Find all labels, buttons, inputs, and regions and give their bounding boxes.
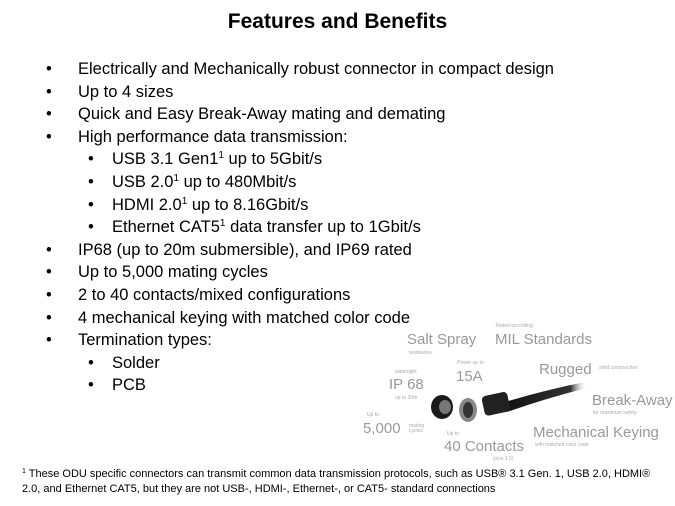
- text: 4 mechanical keying with matched color c…: [78, 308, 411, 327]
- bullet-icon: •: [46, 240, 52, 259]
- text-after: up to 8.16Gbit/s: [187, 195, 309, 214]
- bullet-text: High performance data transmission:: [78, 126, 348, 148]
- footnote-ref: 1: [218, 150, 224, 162]
- bullet-icon: •: [46, 127, 52, 146]
- bullet-text: 2 to 40 contacts/mixed configurations: [78, 284, 350, 306]
- power-pre: Power up to: [457, 360, 484, 366]
- text: 2 to 40 contacts/mixed configurations: [78, 285, 351, 304]
- rugged-sub: solid construction: [599, 365, 638, 371]
- bullet-icon: •: [88, 218, 94, 237]
- breakaway-sub: for maximum safety: [593, 410, 637, 416]
- text: USB 2.0: [112, 172, 174, 191]
- bullet-text: PCB: [112, 374, 146, 396]
- bullet-icon: •: [88, 353, 94, 372]
- contacts-label: 40 Contacts: [444, 438, 525, 455]
- text: PCB: [112, 376, 146, 395]
- salt-spray-label: Salt Spray: [407, 331, 477, 348]
- bullet-text: Up to 5,000 mating cycles: [78, 261, 268, 283]
- bullet-icon: •: [46, 263, 52, 282]
- text: Solder: [112, 353, 160, 372]
- footnote-marker: 1: [22, 468, 26, 475]
- bullet-text: HDMI 2.01 up to 8.16Gbit/s: [112, 194, 308, 216]
- text-after: data transfer up to 1Gbit/s: [225, 218, 421, 237]
- text: Up to 4 sizes: [78, 82, 174, 101]
- power-label: 15A: [456, 368, 483, 385]
- rugged-label: Rugged: [539, 361, 592, 378]
- cycles-label: 5,000: [363, 420, 401, 437]
- text: IP68 (up to 20m submersible), and IP69 r…: [78, 240, 412, 259]
- contacts-pre: Up to: [447, 431, 459, 437]
- text: Up to 5,000 mating cycles: [78, 263, 268, 282]
- bullet-text: Quick and Easy Break-Away mating and dem…: [78, 103, 445, 125]
- footnote-ref: 1: [173, 172, 180, 184]
- bullet-icon: •: [46, 308, 52, 327]
- footnote-ref: 1: [219, 218, 226, 230]
- keying-sub: with matched color code: [535, 442, 589, 448]
- mil-label: MIL Standards: [495, 331, 592, 348]
- bullet-text: Termination types:: [78, 329, 212, 351]
- bullet-text: USB 3.1 Gen11 up to 5Gbit/s: [112, 148, 322, 170]
- bullet-text: IP68 (up to 20m submersible), and IP69 r…: [78, 239, 412, 261]
- bullet-text: Solder: [112, 352, 160, 374]
- text: Electrically and Mechanically robust con…: [78, 60, 554, 78]
- bullet-icon: •: [46, 105, 52, 124]
- footnote-ref: 1: [181, 195, 188, 207]
- bullet-icon: •: [46, 60, 52, 78]
- text: High performance data transmission:: [78, 127, 348, 146]
- text: Ethernet CAT5: [112, 218, 220, 237]
- bullet-text: Electrically and Mechanically robust con…: [78, 58, 554, 80]
- slide-title: Features and Benefits: [227, 10, 448, 33]
- mil-pre: Tested according: [495, 323, 533, 329]
- contacts-sub: (size 1.5): [493, 456, 514, 462]
- footnote-text: These ODU specific connectors can transm…: [22, 468, 651, 495]
- footnote: 1 These ODU specific connectors can tran…: [22, 467, 662, 497]
- salt-spray-sub: resistance: [409, 350, 432, 356]
- cycles-pre: Up to: [367, 412, 379, 418]
- ip-pre: watertight: [395, 369, 417, 375]
- bullet-icon: •: [46, 285, 52, 304]
- bullet-icon: •: [88, 376, 94, 395]
- text-after: up to 480Mbit/s: [179, 172, 297, 191]
- ip-label: IP 68: [389, 376, 424, 393]
- text: HDMI 2.0: [112, 195, 182, 214]
- bullet-icon: •: [88, 150, 94, 169]
- bullet-icon: •: [46, 331, 52, 350]
- keying-label: Mechanical Keying: [533, 424, 659, 441]
- text: USB 3.1 Gen1: [112, 150, 219, 169]
- text: Quick and Easy Break-Away mating and dem…: [78, 105, 446, 124]
- cycles-sub: mating cycles: [409, 423, 425, 434]
- breakaway-label: Break-Away: [592, 392, 673, 409]
- connector-image: Salt Spray resistance Tested according M…: [355, 320, 673, 462]
- bullet-text: USB 2.01 up to 480Mbit/s: [112, 171, 296, 193]
- connector-illustration: [431, 382, 587, 422]
- bullet-icon: •: [88, 195, 94, 214]
- bullet-icon: •: [46, 82, 52, 101]
- bullet-text: Up to 4 sizes: [78, 81, 173, 103]
- bullet-icon: •: [88, 172, 94, 191]
- text: Termination types:: [78, 331, 212, 350]
- bullet-text: Ethernet CAT51 data transfer up to 1Gbit…: [112, 216, 421, 238]
- text-after: up to 5Gbit/s: [223, 150, 323, 169]
- ip-sub: up to 20m: [395, 395, 418, 401]
- bullet-text: 4 mechanical keying with matched color c…: [78, 307, 410, 329]
